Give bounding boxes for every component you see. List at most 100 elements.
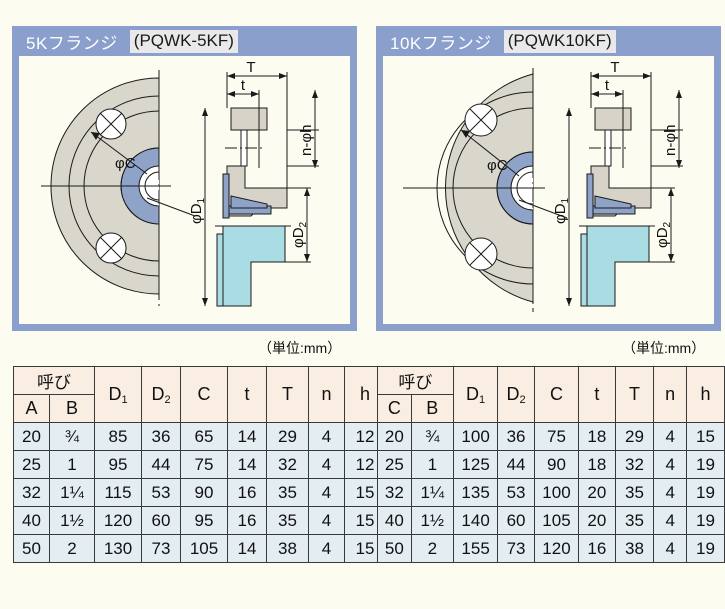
cell-d1: 135 bbox=[452, 478, 499, 507]
cell-a: 50 bbox=[13, 534, 50, 563]
cell-n: 4 bbox=[653, 478, 687, 507]
spec-table-body-10k: 20 ¾ 100 36 75 18 29 4 15 25 1 125 44 90… bbox=[377, 422, 725, 563]
table-row: 25 1 125 44 90 18 32 4 19 bbox=[377, 450, 725, 479]
unit-note-5k: （単位:mm） bbox=[258, 340, 342, 356]
cell-n: 4 bbox=[653, 506, 687, 535]
cell-t-upper: 29 bbox=[614, 422, 655, 451]
cell-b: 1½ bbox=[410, 506, 454, 535]
cell-d1: 120 bbox=[94, 506, 142, 535]
cell-n: 4 bbox=[308, 506, 345, 535]
label-hub-dia-5k: φD2 bbox=[290, 221, 309, 248]
cell-c: 120 bbox=[533, 534, 580, 563]
cell-a: 25 bbox=[13, 450, 50, 479]
flange-drawing-10k: φC bbox=[383, 56, 714, 324]
cell-t-upper: 32 bbox=[266, 450, 309, 479]
spec-table-10k: 呼び D1 D2 C t T n h C B 20 ¾ 100 36 75 18… bbox=[377, 366, 725, 563]
cell-d1: 155 bbox=[452, 534, 499, 563]
panel-strip-right-5k bbox=[350, 56, 357, 331]
cell-t-lower: 20 bbox=[578, 506, 616, 535]
col-header-first-10k: C bbox=[377, 394, 412, 423]
panel-code-5k: (PQWK-5KF) bbox=[129, 29, 238, 53]
col-header-d1-10k: D1 bbox=[452, 366, 499, 423]
cell-n: 4 bbox=[653, 534, 687, 563]
cell-n: 4 bbox=[308, 534, 345, 563]
cell-a: 32 bbox=[377, 478, 412, 507]
cell-h: 19 bbox=[685, 534, 725, 563]
cell-b: ¾ bbox=[49, 422, 95, 451]
table-row: 20 ¾ 100 36 75 18 29 4 15 bbox=[377, 422, 725, 451]
cell-c: 90 bbox=[180, 478, 228, 507]
table-row: 40 1½ 120 60 95 16 35 4 15 bbox=[13, 506, 386, 535]
col-header-t-upper-10k: T bbox=[614, 366, 655, 423]
cell-h: 15 bbox=[685, 422, 725, 451]
cell-t-upper: 35 bbox=[614, 506, 655, 535]
table-row: 32 1¼ 115 53 90 16 35 4 15 bbox=[13, 478, 386, 507]
cell-c: 90 bbox=[533, 450, 580, 479]
cell-t-upper: 38 bbox=[614, 534, 655, 563]
cell-d2: 60 bbox=[141, 506, 181, 535]
panel-strip-left-5k bbox=[12, 56, 19, 331]
cell-c: 65 bbox=[180, 422, 228, 451]
cell-b: 1 bbox=[49, 450, 95, 479]
col-header-t-lower-5k: t bbox=[227, 366, 267, 423]
cell-d1: 130 bbox=[94, 534, 142, 563]
cell-t-upper: 32 bbox=[614, 450, 655, 479]
cell-a: 20 bbox=[13, 422, 50, 451]
cell-d1: 100 bbox=[452, 422, 499, 451]
table-row: 25 1 95 44 75 14 32 4 12 bbox=[13, 450, 386, 479]
cell-h: 19 bbox=[685, 478, 725, 507]
unit-note-10k: （単位:mm） bbox=[622, 340, 706, 356]
col-header-b-5k: B bbox=[49, 394, 95, 423]
panel-10k-flange: 10Kフランジ (PQWK10KF) bbox=[376, 26, 721, 331]
panel-strip-right-10k bbox=[714, 56, 721, 331]
cell-d1: 95 bbox=[94, 450, 142, 479]
col-header-a-5k: A bbox=[13, 394, 50, 423]
cell-n: 4 bbox=[308, 450, 345, 479]
cell-b: 1¼ bbox=[410, 478, 454, 507]
cell-t-lower: 16 bbox=[227, 478, 267, 507]
table-row: 20 ¾ 85 36 65 14 29 4 12 bbox=[13, 422, 386, 451]
cell-t-lower: 14 bbox=[227, 422, 267, 451]
cell-n: 4 bbox=[308, 422, 345, 451]
cell-a: 20 bbox=[377, 422, 412, 451]
cell-c: 75 bbox=[180, 450, 228, 479]
label-outer-dia-5k: φD1 bbox=[188, 197, 207, 224]
table-header-group-row-5k: 呼び D1 D2 C t T n h bbox=[13, 366, 386, 423]
col-header-c-10k: C bbox=[533, 366, 580, 423]
cell-d2: 36 bbox=[497, 422, 535, 451]
cell-d2: 60 bbox=[497, 506, 535, 535]
cell-n: 4 bbox=[308, 478, 345, 507]
table-row: 50 2 130 73 105 14 38 4 15 bbox=[13, 534, 386, 563]
cell-t-lower: 16 bbox=[227, 506, 267, 535]
table-header-sub-row-5k: A B bbox=[13, 394, 386, 423]
cell-t-lower: 18 bbox=[578, 422, 616, 451]
cell-t-lower: 14 bbox=[227, 450, 267, 479]
label-outer-dia-10k: φD1 bbox=[552, 197, 571, 224]
cell-c: 75 bbox=[533, 422, 580, 451]
panel-title-10k: 10Kフランジ bbox=[390, 33, 492, 53]
cell-b: 2 bbox=[49, 534, 95, 563]
flange-drawing-5k: φC bbox=[19, 56, 350, 324]
label-raised-face-5k: t bbox=[241, 77, 246, 94]
cell-d2: 36 bbox=[141, 422, 181, 451]
cell-c: 105 bbox=[533, 506, 580, 535]
panel-strip-bottom-10k bbox=[376, 324, 721, 331]
label-bolt-holes-10k: n-φh bbox=[662, 125, 679, 156]
panel-header-5k: 5Kフランジ (PQWK-5KF) bbox=[12, 26, 357, 56]
cell-t-upper: 38 bbox=[266, 534, 309, 563]
cell-h: 19 bbox=[685, 506, 725, 535]
table-header-group-row-10k: 呼び D1 D2 C t T n h bbox=[377, 366, 725, 423]
panel-title-5k: 5Kフランジ bbox=[26, 33, 118, 53]
cell-a: 40 bbox=[13, 506, 50, 535]
label-flange-thickness-5k: T bbox=[246, 59, 255, 76]
panel-strip-bottom-5k bbox=[12, 324, 357, 331]
cell-a: 32 bbox=[13, 478, 50, 507]
cell-d2: 73 bbox=[141, 534, 181, 563]
cell-t-upper: 35 bbox=[614, 478, 655, 507]
panel-code-10k: (PQWK10KF) bbox=[503, 29, 616, 53]
cell-b: 2 bbox=[410, 534, 454, 563]
cell-a: 25 bbox=[377, 450, 412, 479]
label-raised-face-10k: t bbox=[605, 77, 610, 94]
col-header-n-5k: n bbox=[308, 366, 345, 423]
cell-d2: 53 bbox=[497, 478, 535, 507]
